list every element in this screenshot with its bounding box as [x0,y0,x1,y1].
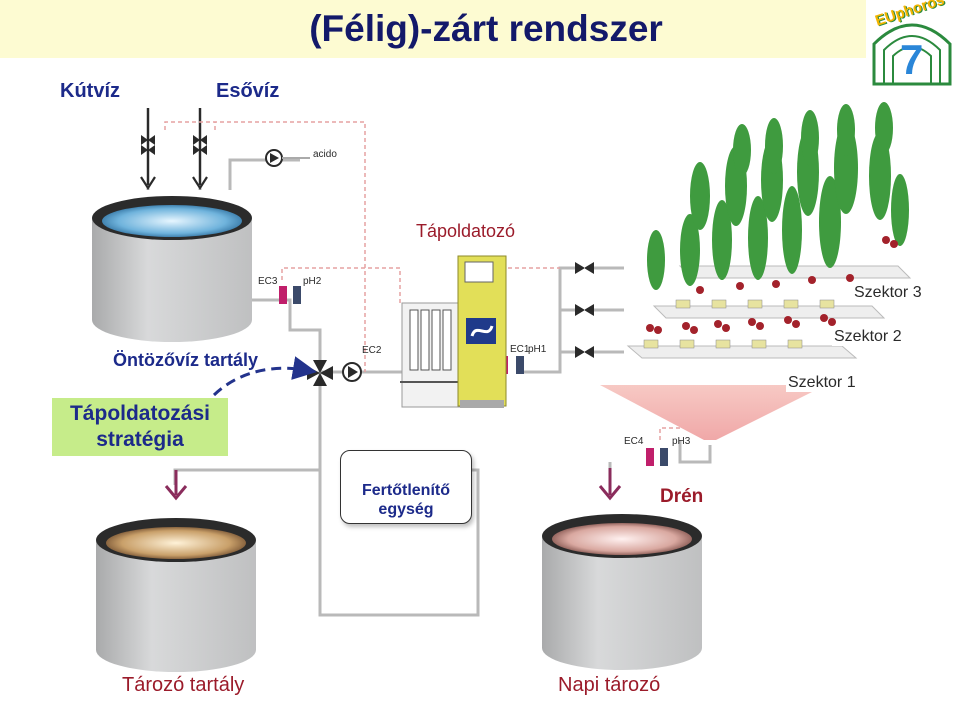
sector-valves [575,262,594,358]
flow-arrows [164,468,622,501]
storage-tank [96,518,256,672]
label-napi-tarolo: Napi tározó [558,674,661,696]
label-sector-1: Szektor 1 [786,374,858,392]
sensor-ec1: EC1 [510,344,530,355]
strategy-box: Tápoldatozási stratégia [52,398,228,456]
inflow-valves [141,135,207,155]
sensor-ph3: pH3 [672,436,691,447]
drainage-funnel [600,385,826,440]
sensor-ph1: pH1 [528,344,547,355]
fertigation-machine [400,255,507,408]
label-kutviz: Kútvíz [60,80,120,102]
label-dren: Drén [660,486,704,507]
sensor-ph2: pH2 [303,276,322,287]
three-way-valve [307,360,333,386]
title-bar [0,0,960,58]
logo-number: 7 [900,36,924,83]
label-acido: acido [313,149,337,160]
inflow-arrows [140,108,208,191]
strategy-arrow [212,356,317,397]
label-sector-3: Szektor 3 [852,284,924,302]
irrigation-water-tank [92,196,252,342]
sensor-ec2: EC2 [362,345,382,356]
main-pump [342,362,362,382]
sensor-ec4: EC4 [624,436,644,447]
sensor-ec3: EC3 [258,276,278,287]
label-esoviz: Esővíz [216,80,280,102]
label-tarolo-tartaly: Tározó tartály [122,674,245,696]
label-sector-2: Szektor 2 [832,328,904,346]
tomato-plants [643,102,909,349]
page-title: (Félig)-zárt rendszer [309,8,663,49]
acid-pump [265,149,310,167]
euphoros-logo [866,0,960,94]
daily-tank [542,514,702,670]
disinfection-unit: Fertőtlenítő egység [340,450,472,524]
label-ontozoviz-tartaly: Öntözővíz tartály [113,350,259,370]
label-tapoldatozo: Tápoldatozó [416,221,516,241]
